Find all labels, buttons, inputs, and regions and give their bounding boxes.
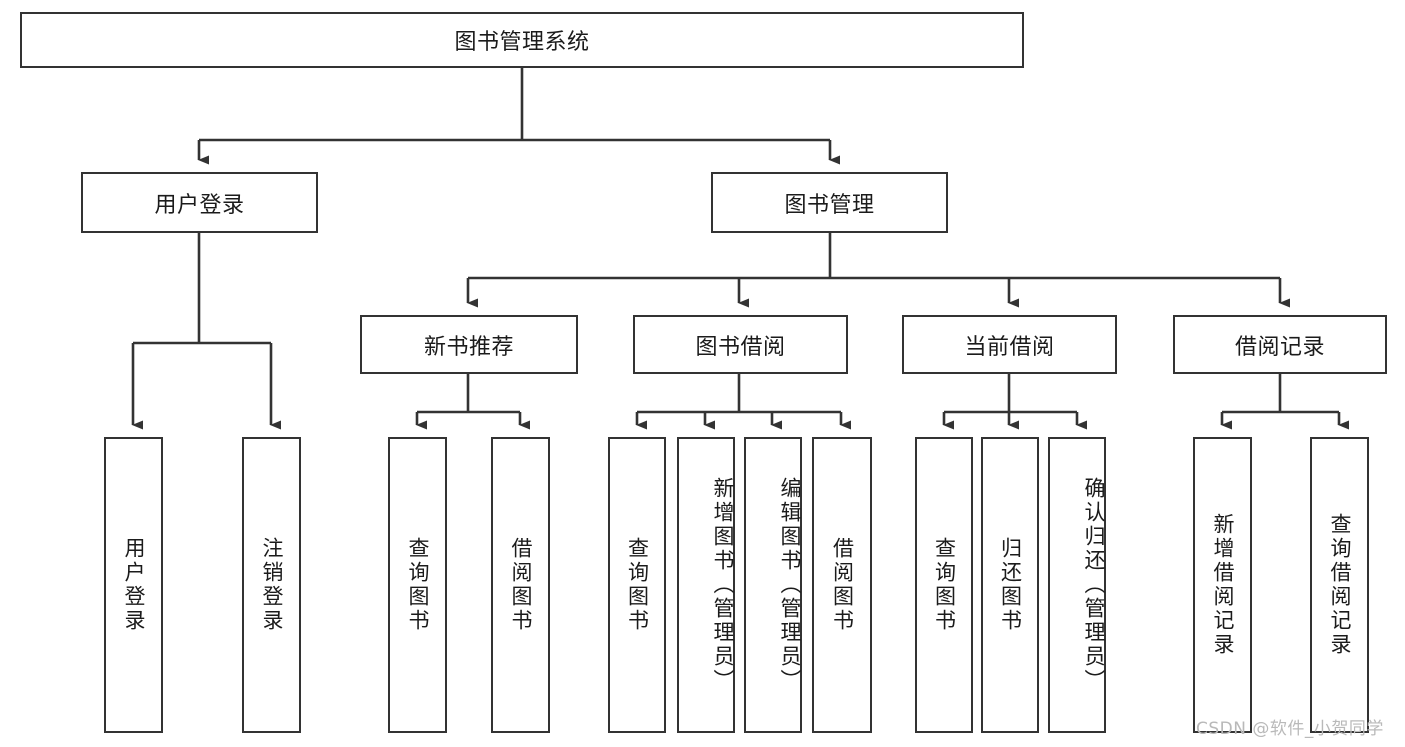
leaf-borrow-book-recommend[interactable]: 借阅图书 — [491, 437, 550, 733]
leaf-add-borrow-record[interactable]: 新增借阅记录 — [1193, 437, 1252, 733]
node-book-manage[interactable]: 图书管理 — [711, 172, 948, 233]
leaf-query-book-recommend[interactable]: 查询图书 — [388, 437, 447, 733]
leaf-query-borrow-record[interactable]: 查询借阅记录 — [1310, 437, 1369, 733]
leaf-add-book[interactable]: 新增图书（管理员） — [677, 437, 735, 733]
leaf-user-login[interactable]: 用户登录 — [104, 437, 163, 733]
leaf-return-book[interactable]: 归还图书 — [981, 437, 1039, 733]
node-current-borrow[interactable]: 当前借阅 — [902, 315, 1117, 374]
node-root-system[interactable]: 图书管理系统 — [20, 12, 1024, 68]
node-new-book-recommend[interactable]: 新书推荐 — [360, 315, 578, 374]
leaf-query-book-borrow[interactable]: 查询图书 — [608, 437, 666, 733]
node-user-login[interactable]: 用户登录 — [81, 172, 318, 233]
node-borrow-record[interactable]: 借阅记录 — [1173, 315, 1387, 374]
csdn-watermark: CSDN @软件_小贺同学 — [1196, 719, 1384, 739]
node-book-borrow[interactable]: 图书借阅 — [633, 315, 848, 374]
leaf-edit-book[interactable]: 编辑图书（管理员） — [744, 437, 802, 733]
leaf-borrow-book[interactable]: 借阅图书 — [812, 437, 872, 733]
leaf-confirm-return[interactable]: 确认归还（管理员） — [1048, 437, 1106, 733]
leaf-logout-login[interactable]: 注销登录 — [242, 437, 301, 733]
leaf-query-book-current[interactable]: 查询图书 — [915, 437, 973, 733]
